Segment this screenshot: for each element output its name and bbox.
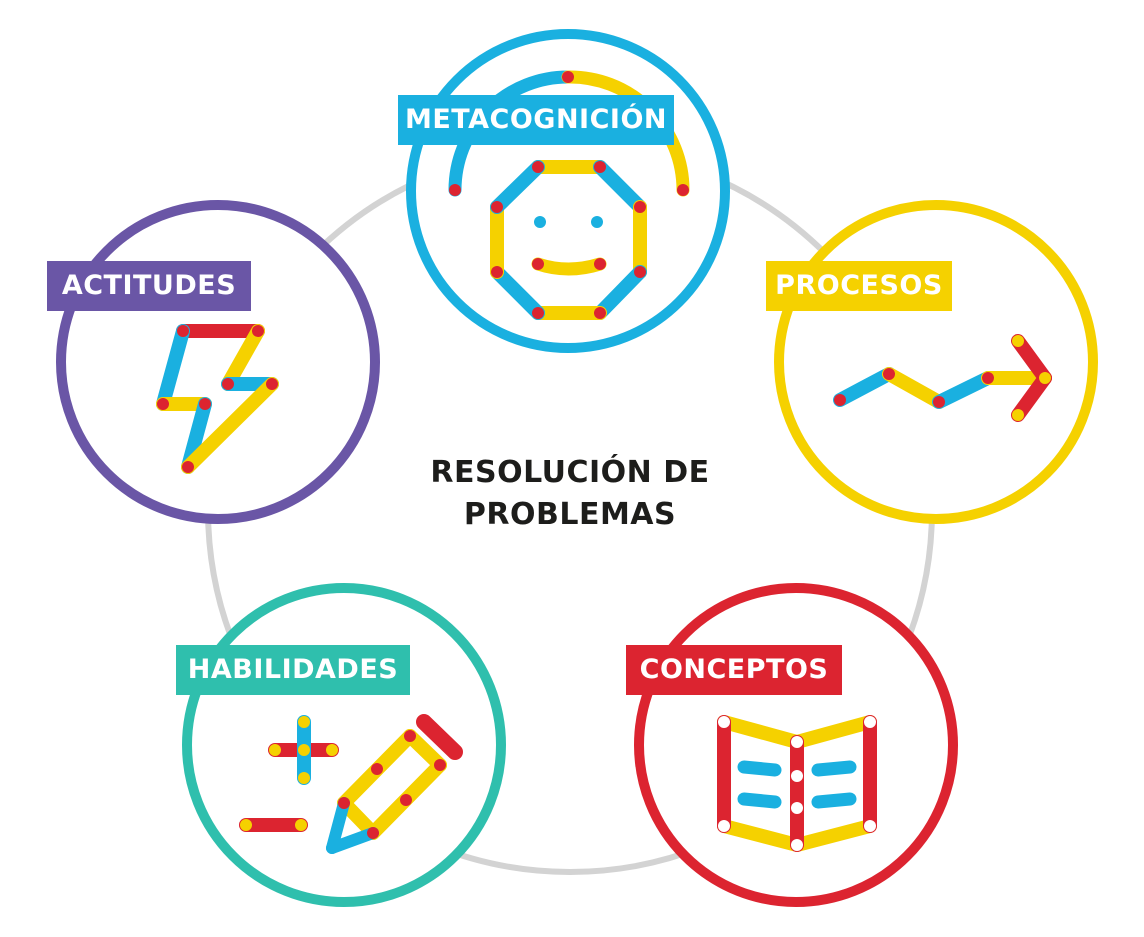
actitudes-circle (56, 200, 380, 524)
center-title: RESOLUCIÓN DE PROBLEMAS (400, 452, 740, 536)
center-title-line1: RESOLUCIÓN DE (430, 455, 710, 490)
smiling-face-icon (448, 70, 690, 320)
zigzag-arrow-icon (833, 334, 1052, 422)
lightning-bolt-icon (156, 324, 279, 474)
open-book-icon (717, 715, 877, 852)
metacognicion-label: METACOGNICIÓN (398, 95, 674, 145)
actitudes-label: ACTITUDES (47, 261, 251, 311)
center-title-line2: PROBLEMAS (463, 497, 677, 532)
conceptos-label: CONCEPTOS (626, 645, 842, 695)
pencil-plus-minus-icon (239, 714, 463, 854)
procesos-circle (774, 200, 1098, 524)
procesos-label: PROCESOS (766, 261, 952, 311)
habilidades-label: HABILIDADES (176, 645, 410, 695)
